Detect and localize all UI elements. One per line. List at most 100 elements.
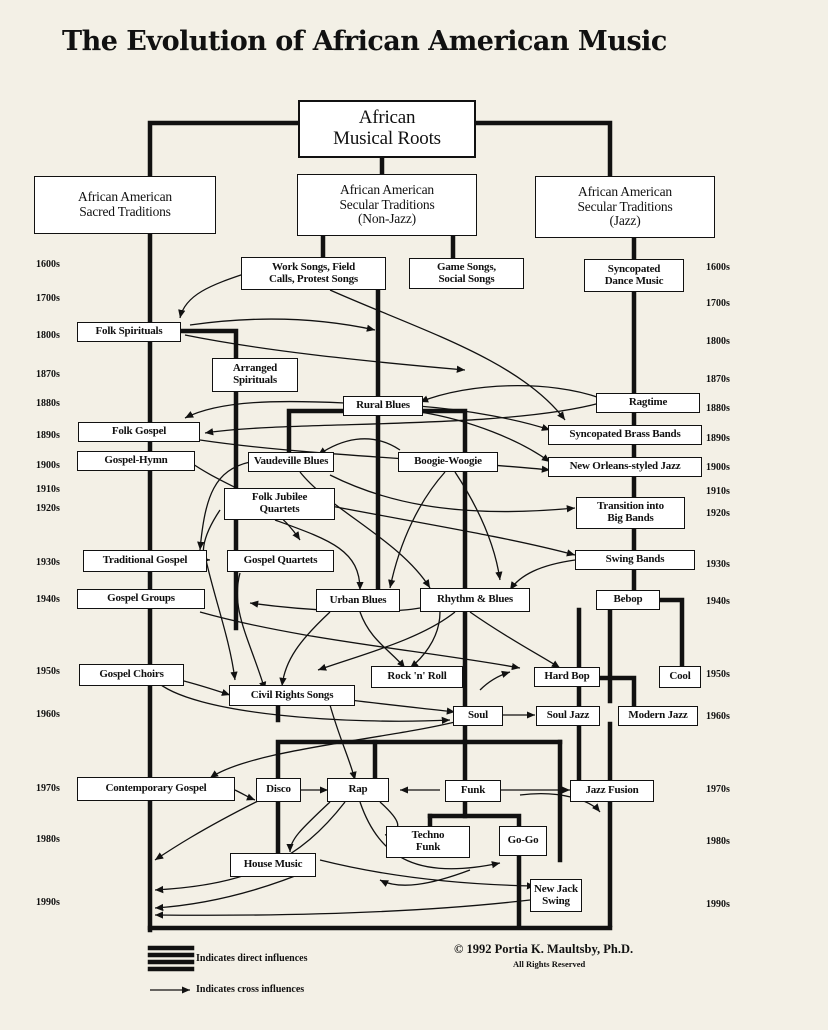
cross-arrow (299, 499, 576, 557)
node-work-songs: Work Songs, Field Calls, Protest Songs (241, 257, 386, 290)
cross-arrow (419, 411, 551, 463)
secular-jazz-category: African American Secular Traditions (Jaz… (535, 176, 715, 238)
year-label: 1910s (36, 484, 60, 495)
cross-arrow (329, 704, 357, 781)
year-label: 1950s (706, 669, 730, 680)
node-label: New Jack Swing (534, 882, 578, 907)
node-label: Modern Jazz (628, 709, 688, 722)
rights-text: All Rights Reserved (513, 959, 586, 969)
direct-line (657, 597, 685, 669)
node-label: Folk Jubilee Quartets (251, 491, 308, 515)
legend-direct-label: Indicates direct influences (196, 953, 308, 964)
cross-arrow (274, 519, 364, 591)
node-rock-n-roll: Rock 'n' Roll (371, 666, 463, 688)
year-label: 1920s (36, 503, 60, 514)
node-soul: Soul (453, 706, 503, 726)
year-label: 1980s (706, 836, 730, 847)
year-label: 1700s (36, 293, 60, 304)
node-label: Gospel Quartets (243, 554, 318, 567)
node-label: Ragtime (628, 396, 668, 409)
year-label: 1870s (706, 374, 730, 385)
direct-line (147, 120, 301, 181)
year-label: 1880s (36, 398, 60, 409)
cross-arrow (154, 799, 261, 861)
node-rap: Rap (327, 778, 389, 802)
node-label: Rural Blues (356, 399, 410, 412)
node-gospel-quartets: Gospel Quartets (227, 550, 334, 572)
node-label: New Orleans-styled Jazz (569, 460, 681, 473)
year-label: 1980s (36, 834, 60, 845)
cross-arrow (184, 334, 466, 373)
node-cool: Cool (659, 666, 701, 688)
node-label: Transition into Big Bands (597, 500, 664, 524)
node-label: Work Songs, Field Calls, Protest Songs (269, 260, 358, 285)
node-label: House Music (243, 858, 303, 871)
node-rhythm-blues: Rhythm & Blues (420, 588, 530, 612)
diagram-title: The Evolution of African American Music (62, 26, 667, 57)
node-folk-jubilee: Folk Jubilee Quartets (224, 488, 335, 520)
year-label: 1970s (36, 783, 60, 794)
node-vaudeville-blues: Vaudeville Blues (248, 452, 334, 472)
cross-arrow (469, 611, 561, 669)
year-label: 1970s (706, 784, 730, 795)
node-gospel-choirs: Gospel Choirs (79, 664, 184, 686)
node-syncopated-brass: Syncopated Brass Bands (548, 425, 702, 445)
node-urban-blues: Urban Blues (316, 589, 400, 612)
node-label: Gospel Choirs (99, 668, 164, 681)
node-jazz-fusion: Jazz Fusion (570, 780, 654, 802)
jazz-label: African American Secular Traditions (Jaz… (577, 183, 673, 229)
secular-label: African American Secular Traditions (Non… (339, 181, 435, 227)
node-label: Cool (669, 670, 691, 683)
cross-arrow (317, 438, 401, 456)
cross-arrow (329, 474, 576, 513)
cross-arrow (154, 869, 311, 912)
node-label: Gospel Groups (107, 592, 175, 605)
cross-arrow (179, 679, 231, 696)
year-label: 1880s (706, 403, 730, 414)
cross-arrow (388, 471, 446, 589)
node-label: Hard Bop (544, 670, 590, 683)
cross-arrow (209, 721, 456, 779)
direct-line (275, 739, 563, 781)
node-techno-funk: Techno Funk (386, 826, 470, 858)
secular-non-jazz-category: African American Secular Traditions (Non… (297, 174, 477, 236)
node-hard-bop: Hard Bop (534, 667, 600, 687)
node-label: Funk (460, 784, 486, 797)
year-label: 1930s (36, 557, 60, 568)
node-label: Bebop (613, 593, 643, 606)
cross-arrow (205, 559, 238, 681)
year-label: 1900s (706, 462, 730, 473)
node-label: Syncopated Brass Bands (569, 428, 681, 441)
node-new-orleans-jazz: New Orleans-styled Jazz (548, 457, 702, 477)
year-label: 1870s (36, 369, 60, 380)
direct-line (415, 408, 468, 455)
cross-arrow (204, 402, 601, 436)
node-game-songs: Game Songs, Social Songs (409, 258, 524, 289)
year-label: 1600s (706, 262, 730, 273)
node-modern-jazz: Modern Jazz (618, 706, 698, 726)
node-label: Go-Go (507, 834, 539, 847)
node-label: Folk Gospel (111, 425, 167, 438)
cross-arrow (199, 611, 521, 671)
year-label: 1600s (36, 259, 60, 270)
cross-arrow (154, 679, 451, 725)
cross-arrow (419, 385, 601, 403)
node-arranged-spirituals: Arranged Spirituals (212, 358, 298, 392)
cross-arrow (154, 899, 531, 919)
year-label: 1990s (706, 899, 730, 910)
year-label: 1920s (706, 508, 730, 519)
node-label: Swing Bands (605, 553, 665, 566)
node-label: Boogie-Woogie (414, 455, 482, 468)
node-contemporary-gospel: Contemporary Gospel (77, 777, 235, 801)
year-label: 1960s (706, 711, 730, 722)
legend-cross-label: Indicates cross influences (196, 984, 305, 995)
node-label: Gospel-Hymn (104, 454, 168, 467)
year-label: 1700s (706, 298, 730, 309)
cross-arrow (299, 471, 431, 589)
cross-arrow (329, 289, 566, 421)
node-label: Contemporary Gospel (105, 782, 207, 795)
cross-arrow (359, 801, 501, 870)
node-boogie-woogie: Boogie-Woogie (398, 452, 498, 472)
node-funk: Funk (445, 780, 501, 802)
cross-arrow (349, 699, 456, 715)
